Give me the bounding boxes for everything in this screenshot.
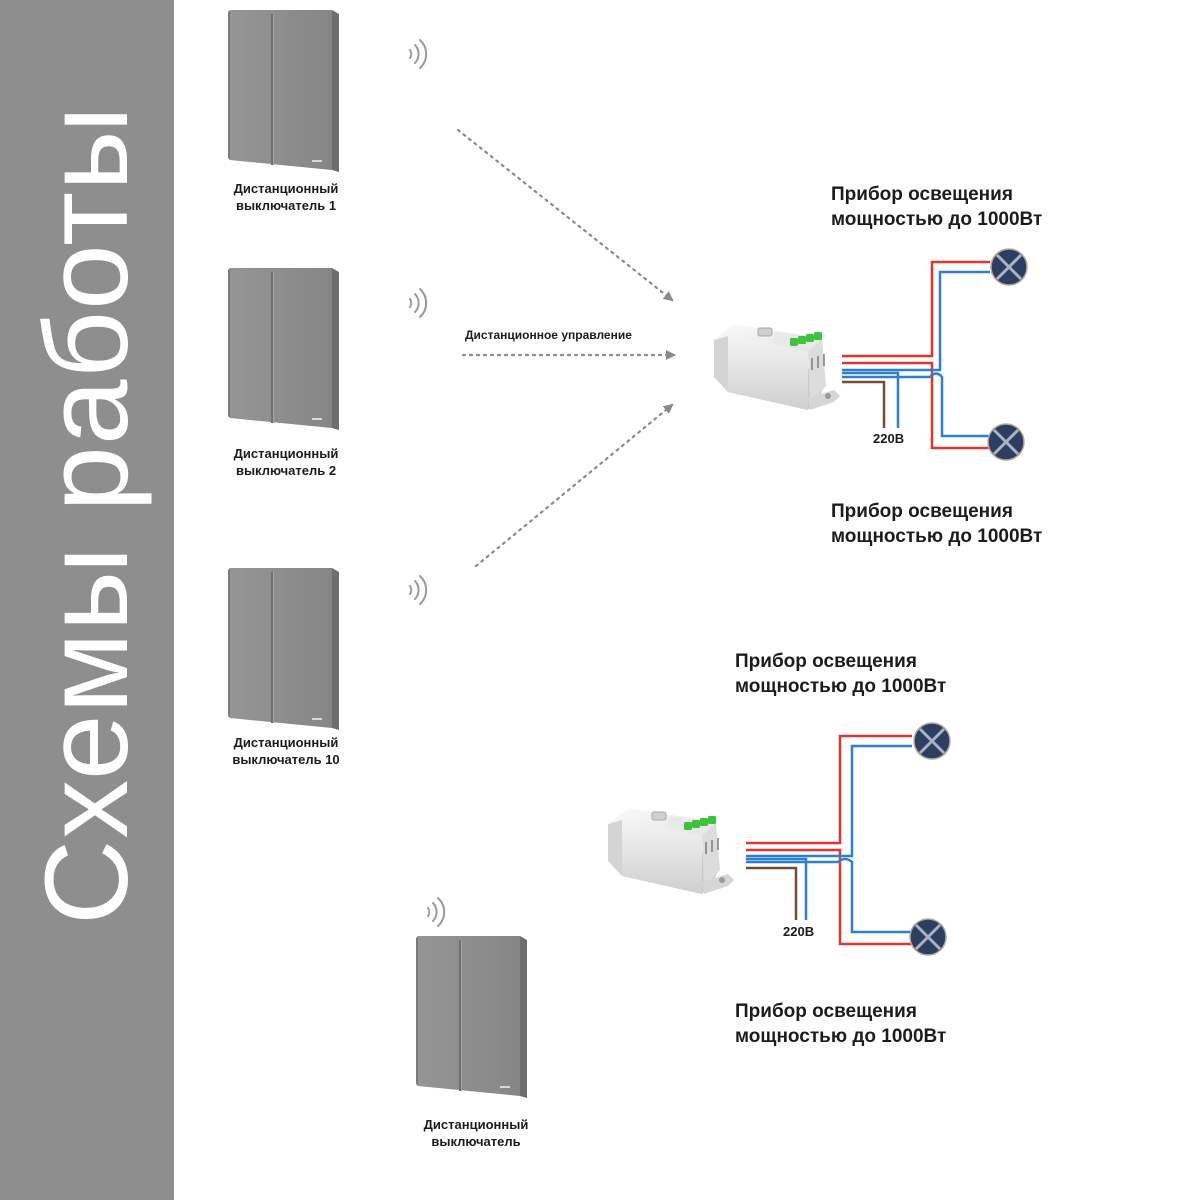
- voltage-label: 220В: [783, 924, 815, 939]
- signal-arrow-10: [474, 403, 674, 568]
- lamp-bottom-icon: [986, 422, 1026, 462]
- wireless-signal-icon: [409, 288, 428, 318]
- switch-label-line2: выключатель: [431, 1134, 521, 1149]
- relay-module: [713, 323, 841, 411]
- scheme2: [415, 721, 952, 1099]
- lamp-top-label-line1: Прибор освещения: [831, 184, 1013, 205]
- lamp-top-label-line2: мощностью до 1000Вт: [831, 209, 1043, 230]
- switch-2-label-line1: Дистанционный: [233, 446, 339, 461]
- lamp-top-label: Прибор освещения мощностью до 1000Вт: [735, 649, 946, 699]
- remote-switch-1: [227, 9, 340, 173]
- signal-arrow-1: [456, 128, 674, 302]
- scheme1: [227, 9, 1029, 731]
- lamp-bottom-label: Прибор освещения мощностью до 1000Вт: [831, 499, 1042, 549]
- lamp-top-label: Прибор освещения мощностью до 1000Вт: [831, 182, 1042, 232]
- lamp-bottom-label-line2: мощностью до 1000Вт: [735, 1026, 947, 1047]
- lamp-top-icon: [989, 247, 1029, 287]
- lamp-bottom-label: Прибор освещения мощностью до 1000Вт: [735, 999, 946, 1049]
- switch-label-line1: Дистанционный: [423, 1117, 529, 1132]
- lamp-bottom-label-line1: Прибор освещения: [831, 501, 1013, 522]
- sidebar-panel: Схемы работы: [0, 0, 174, 1200]
- wireless-signal-icon: [409, 39, 428, 69]
- switch-2-label-line2: выключатель 2: [235, 463, 337, 478]
- relay-module: [607, 807, 735, 895]
- remote-switch-10: [227, 567, 340, 731]
- lamp-bottom-icon: [908, 917, 948, 957]
- wiring-scheme2: [746, 721, 952, 957]
- remote-control-label: Дистанционное управление: [465, 328, 632, 342]
- switch-10-label-line2: выключатель 10: [232, 752, 340, 767]
- switch-1-label-line2: выключатель 1: [235, 198, 337, 213]
- switch-2-label: Дистанционный выключатель 2: [201, 445, 371, 479]
- wireless-signal-icon: [427, 897, 446, 927]
- lamp-top-label-line1: Прибор освещения: [735, 651, 917, 672]
- lamp-top-label-line2: мощностью до 1000Вт: [735, 676, 947, 697]
- switch-10-label: Дистанционный выключатель 10: [201, 734, 371, 768]
- wiring-scheme1: [842, 247, 1029, 462]
- remote-switch: [415, 935, 528, 1099]
- switch-1-label: Дистанционный выключатель 1: [201, 180, 371, 214]
- switch-label: Дистанционный выключатель: [391, 1116, 561, 1150]
- switch-1-label-line1: Дистанционный: [233, 181, 339, 196]
- switch-10-label-line1: Дистанционный: [233, 735, 339, 750]
- remote-switch-2: [227, 267, 340, 431]
- lamp-top-icon: [912, 721, 952, 761]
- lamp-bottom-label-line2: мощностью до 1000Вт: [831, 526, 1043, 547]
- wireless-signal-icon: [409, 575, 428, 605]
- voltage-label: 220В: [873, 431, 905, 446]
- lamp-bottom-label-line1: Прибор освещения: [735, 1001, 917, 1022]
